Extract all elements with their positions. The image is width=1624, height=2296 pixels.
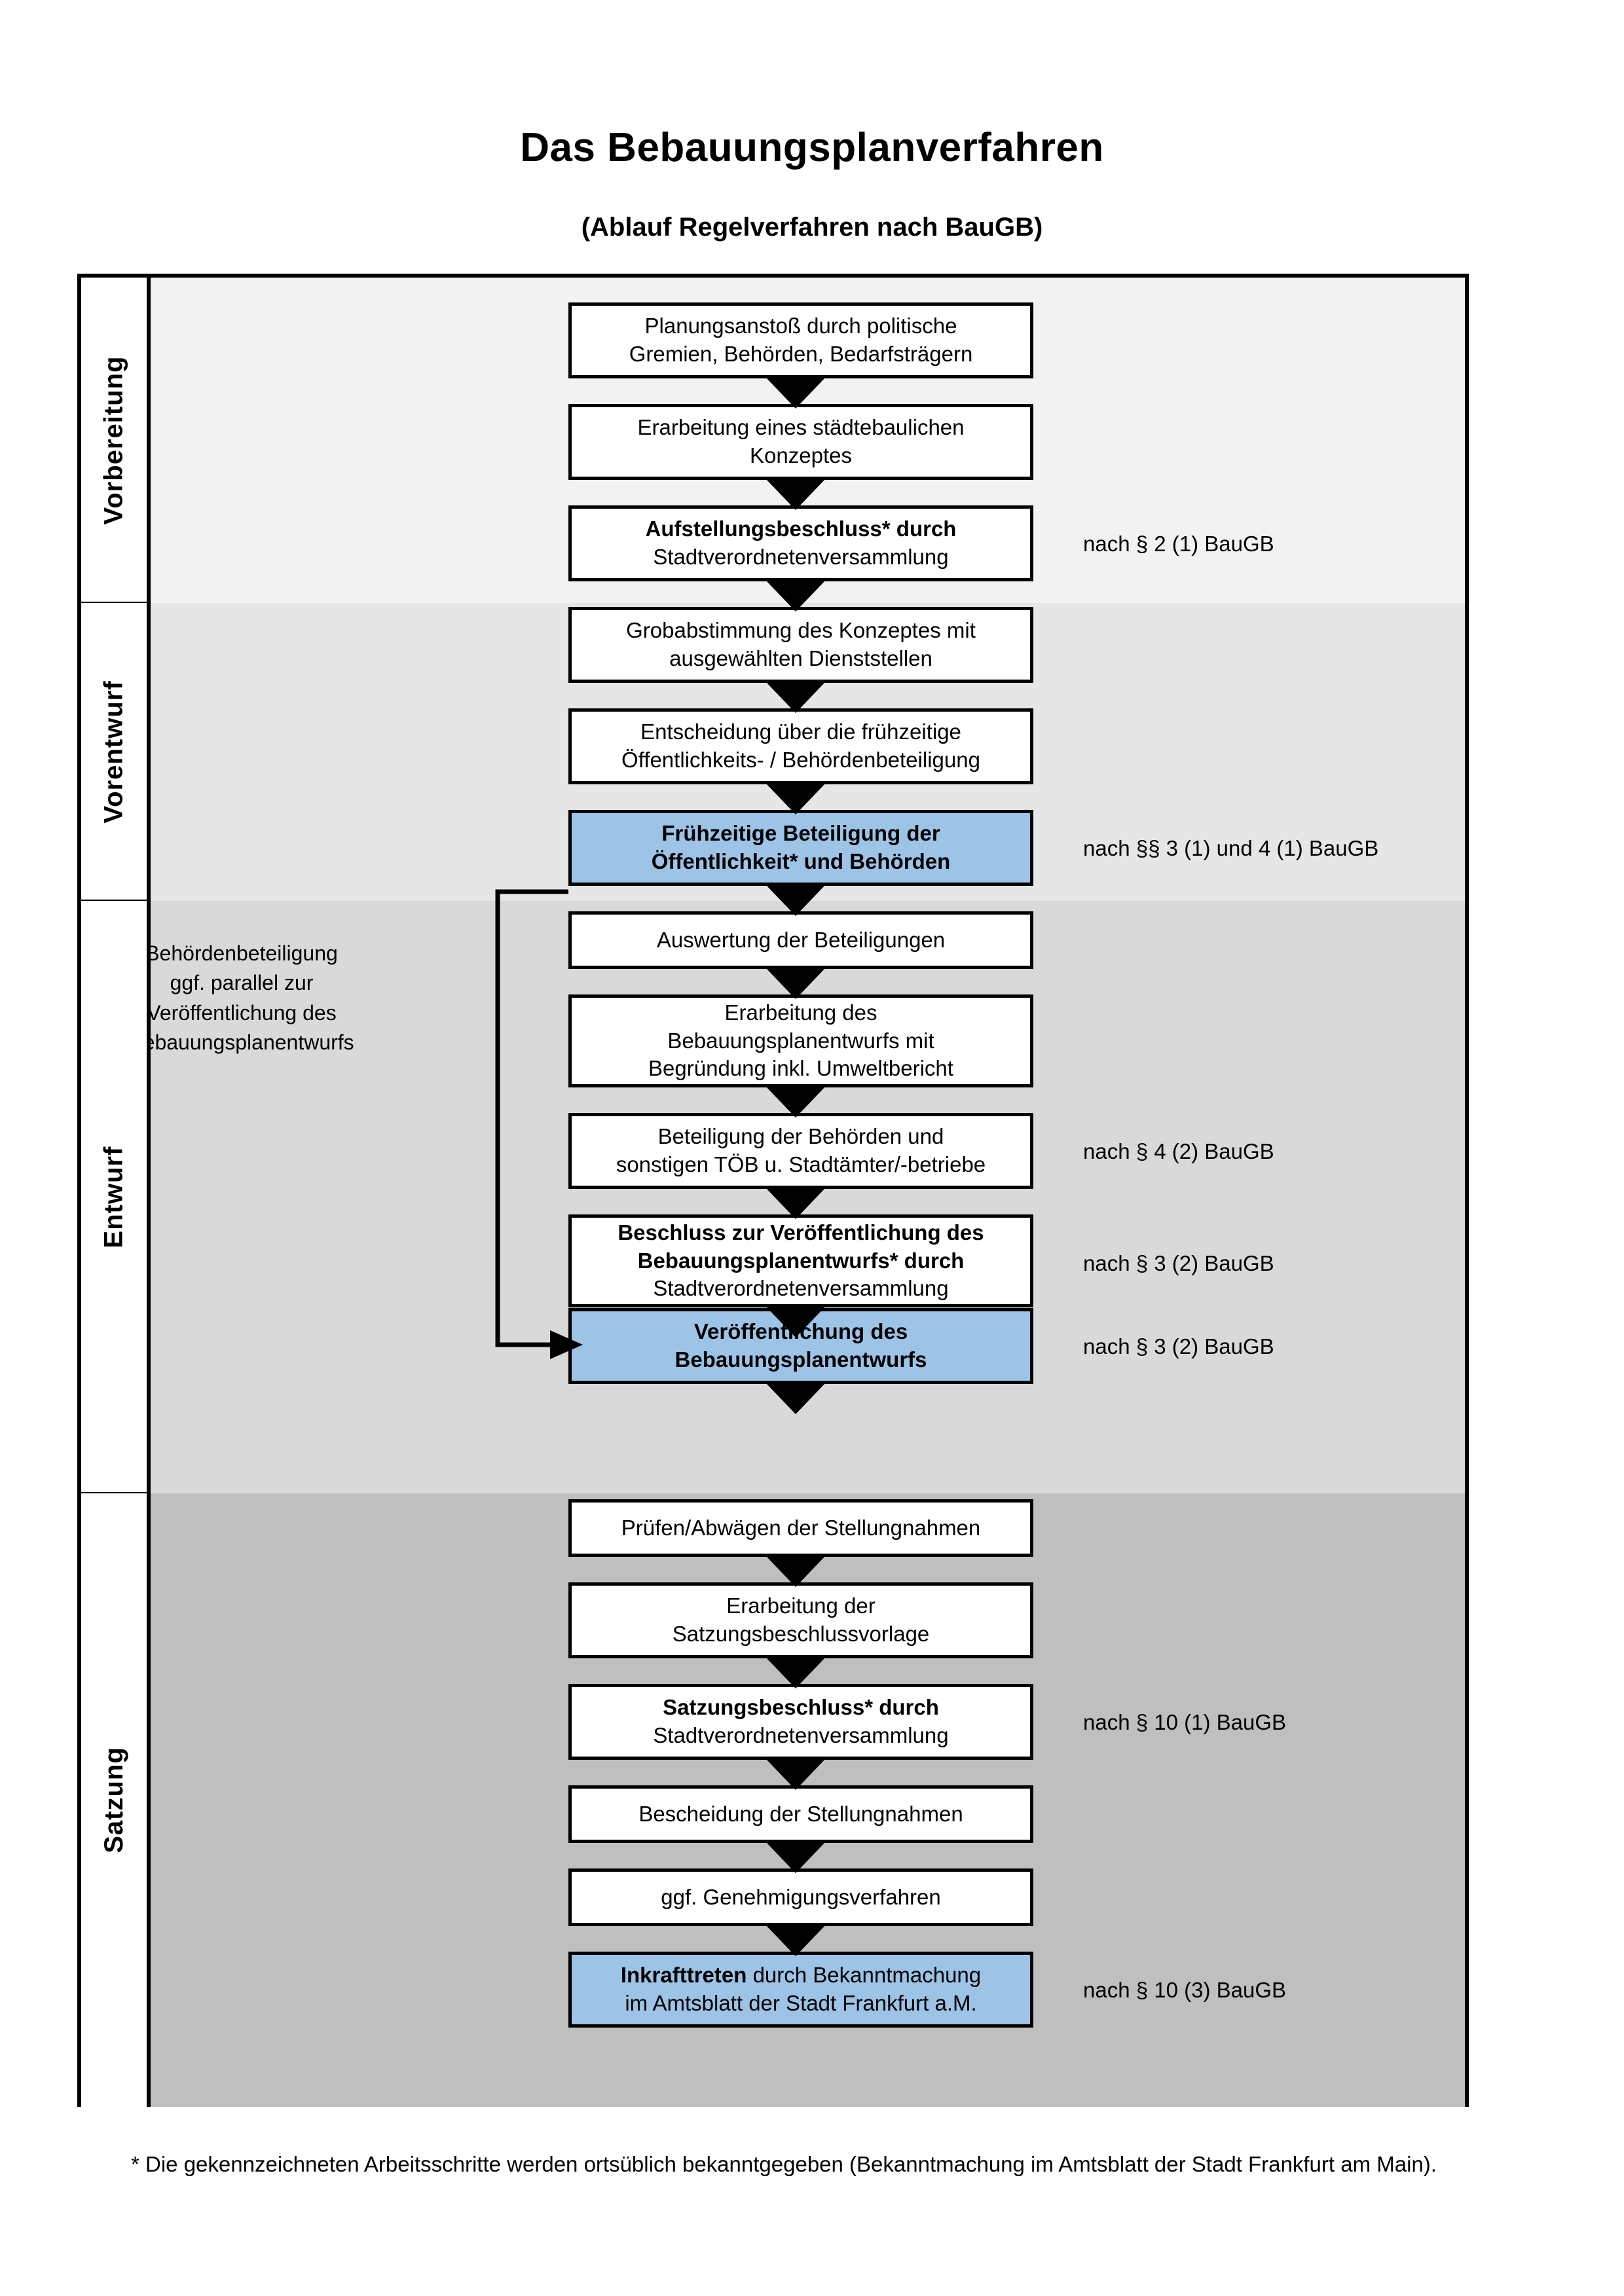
- parallel-process-note: Behördenbeteiligung ggf. parallel zur Ve…: [101, 939, 382, 1058]
- legal-reference-r3: nach § 4 (2) BauGB: [1083, 1139, 1274, 1163]
- flow-arrow-down: [766, 377, 826, 409]
- phase-label-satzung: Satzung: [81, 1493, 147, 2107]
- step-text: ggf. Genehmigungsverfahren: [661, 1884, 941, 1909]
- flow-arrow-down: [766, 884, 826, 916]
- flow-arrow-down: [766, 580, 826, 611]
- process-step-s17[interactable]: Inkrafttreten durch Bekanntmachung im Am…: [568, 1952, 1033, 2028]
- phase-label-text: Entwurf: [99, 1146, 128, 1248]
- process-step-s16[interactable]: ggf. Genehmigungsverfahren: [568, 1868, 1033, 1926]
- step-text: Inkrafttreten durch Bekanntmachung im Am…: [620, 1963, 982, 2015]
- flow-arrow-down: [766, 1657, 826, 1688]
- flow-arrow-down: [766, 682, 826, 713]
- phase-label-text: Vorentwurf: [99, 680, 128, 824]
- step-text: Bescheidung der Stellungnahmen: [638, 1801, 963, 1826]
- page-title: Das Bebauungsplanverfahren: [520, 125, 1104, 170]
- phase-label-vorbereitung: Vorbereitung: [81, 278, 147, 603]
- flow-arrow-down: [766, 479, 826, 510]
- legal-reference-r4: nach § 3 (2) BauGB: [1083, 1251, 1274, 1275]
- flowchart-frame: Vorbereitung Vorentwurf Entwurf Satzung …: [77, 274, 1469, 2107]
- flow-arrow-down: [766, 1556, 826, 1587]
- process-step-s15[interactable]: Bescheidung der Stellungnahmen: [568, 1785, 1033, 1843]
- note-line: Veröffentlichung des: [147, 1000, 337, 1025]
- phase-label-column: Vorbereitung Vorentwurf Entwurf Satzung: [81, 278, 151, 2107]
- flow-arrow-down: [766, 783, 826, 814]
- process-step-s12[interactable]: Prüfen/Abwägen der Stellungnahmen: [568, 1499, 1033, 1557]
- flow-arrow-down: [766, 1758, 826, 1790]
- legal-reference-r2: nach §§ 3 (1) und 4 (1) BauGB: [1083, 836, 1379, 860]
- legal-reference-r6: nach § 10 (1) BauGB: [1083, 1710, 1287, 1734]
- page-subtitle: (Ablauf Regelverfahren nach BauGB): [581, 213, 1043, 242]
- phase-label-entwurf: Entwurf: [81, 901, 147, 1493]
- flow-arrow-down: [766, 1842, 826, 1873]
- flow-arrow-down: [766, 1086, 826, 1118]
- phase-label-text: Vorbereitung: [99, 355, 128, 525]
- flow-arrow-down: [766, 1925, 826, 1956]
- flow-arrow-down: [766, 1188, 826, 1219]
- process-step-s7[interactable]: Auswertung der Beteiligungen: [568, 911, 1033, 969]
- note-line: Behördenbeteiligung: [145, 941, 338, 965]
- phase-label-text: Satzung: [99, 1747, 128, 1853]
- note-line: ggf. parallel zur: [170, 971, 314, 995]
- step-text: Auswertung der Beteiligungen: [656, 927, 946, 952]
- flow-arrow-down: [766, 1383, 826, 1414]
- flow-arrow-down: [766, 1306, 826, 1338]
- s17-line1: Inkrafttreten durch Bekanntmachung: [620, 1963, 982, 1988]
- flow-arrow-down: [766, 968, 826, 999]
- phase-label-vorentwurf: Vorentwurf: [81, 603, 147, 901]
- footnote: * Die gekennzeichneten Arbeitsschritte w…: [131, 2152, 1437, 2176]
- legal-reference-r7: nach § 10 (3) BauGB: [1083, 1978, 1287, 2002]
- step-text: Prüfen/Abwägen der Stellungnahmen: [621, 1515, 981, 1540]
- note-line: Bebauungsplanentwurfs: [129, 1030, 354, 1055]
- legal-reference-r5: nach § 3 (2) BauGB: [1083, 1334, 1274, 1358]
- legal-reference-r1: nach § 2 (1) BauGB: [1083, 532, 1274, 556]
